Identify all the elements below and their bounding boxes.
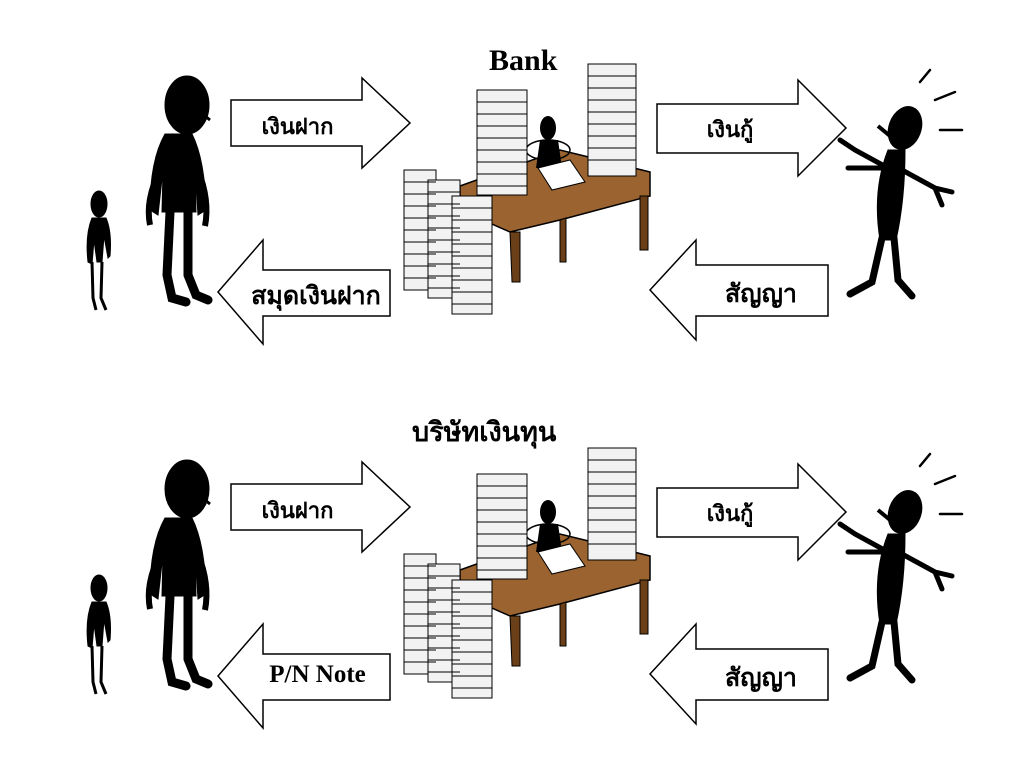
contract-arrow: [648, 622, 829, 726]
finance-company-diagram: บริษัทเงินทุน เงินฝาก P/N Note เงินกู้ ส…: [0, 384, 1024, 768]
bank-diagram: Bank เงินฝาก สมุดเงินฝาก เงินกู้ สัญญา: [86, 44, 964, 347]
depositor-figure: [145, 459, 213, 691]
passbook-arrow: [217, 237, 391, 347]
depositor-figure: [145, 75, 213, 307]
child-figure: [86, 190, 111, 311]
loan-arrow: [656, 462, 848, 562]
borrower-figure: [837, 68, 964, 300]
deposit-label: เงินฝาก: [261, 114, 334, 140]
loan-arrow: [656, 78, 848, 178]
contract-label: สัญญา: [725, 279, 797, 308]
note-label: P/N Note: [269, 661, 366, 688]
finance-desk-scene: [403, 447, 651, 699]
finance-company-diagram-graphics: [86, 447, 964, 731]
loan-label: เงินกู้: [706, 117, 754, 143]
contract-arrow: [648, 238, 829, 342]
child-figure: [86, 574, 111, 695]
deposit-label: เงินฝาก: [261, 498, 334, 524]
passbook-label: สมุดเงินฝาก: [251, 281, 381, 310]
borrower-figure: [837, 452, 964, 684]
diagram-title: บริษัทเงินทุน: [412, 417, 557, 448]
loan-label: เงินกู้: [706, 501, 754, 527]
bank-diagram-graphics: [86, 63, 964, 347]
deposit-arrow: [230, 460, 412, 554]
deposit-arrow: [230, 76, 412, 170]
note-arrow: [217, 621, 391, 731]
diagram-title: Bank: [489, 44, 558, 77]
contract-label: สัญญา: [725, 663, 797, 692]
bank-desk-scene: [403, 63, 651, 315]
